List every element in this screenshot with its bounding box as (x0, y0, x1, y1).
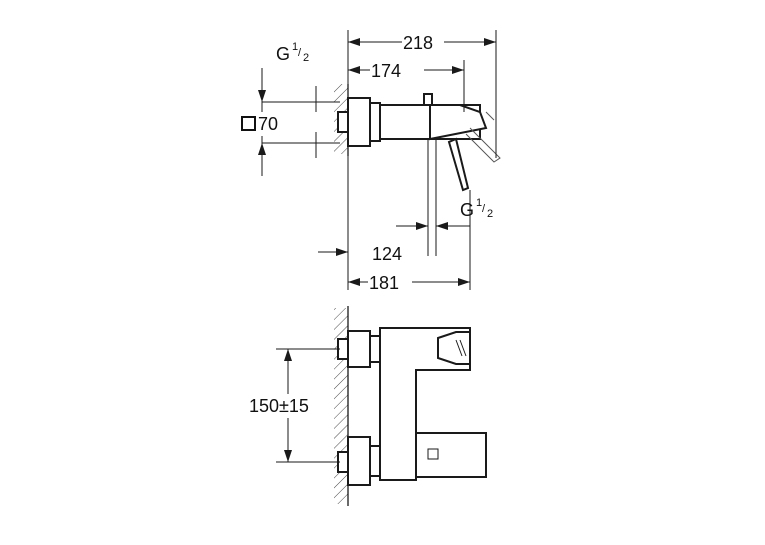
svg-text:G: G (276, 44, 290, 64)
svg-text:1: 1 (292, 41, 298, 53)
lower-collar (369, 445, 381, 477)
wall-hatch-bottom (334, 308, 348, 504)
lever-ghost (465, 127, 501, 163)
svg-text:G: G (460, 200, 474, 220)
dim-181-label: 181 (369, 273, 399, 293)
arrow-181-left (348, 278, 360, 286)
lower-rosette (347, 436, 371, 486)
svg-text:2: 2 (487, 208, 493, 220)
side-view: 218 174 124 181 70 G 1 / 2 (236, 30, 501, 293)
arrow-218-left (348, 38, 360, 46)
upper-collar (369, 335, 381, 363)
arrow-218-right (484, 38, 496, 46)
svg-text:/: / (482, 203, 486, 215)
arrow-150-bottom (284, 450, 292, 462)
arrow-124-left (336, 248, 348, 256)
arrow-124-b (436, 222, 448, 230)
escutcheon-rosette (347, 97, 371, 147)
lever-indicator (427, 448, 439, 460)
arrow-174-left (348, 66, 360, 74)
arrow-150-top (284, 349, 292, 361)
arrow-124-a (416, 222, 428, 230)
square-symbol-icon (241, 116, 256, 131)
svg-text:1: 1 (476, 197, 482, 209)
svg-text:/: / (298, 47, 302, 59)
thread-label-bottom: G 1 / 2 (460, 197, 493, 220)
arrow-181-right (458, 278, 470, 286)
arrow-70-bottom (258, 143, 266, 155)
dim-218-label: 218 (403, 33, 433, 53)
lever (447, 137, 470, 192)
upper-rosette (347, 330, 371, 368)
spout-outlet (437, 331, 471, 365)
thread-label-top: G 1 / 2 (276, 41, 309, 64)
front-body (379, 327, 471, 481)
diverter-knob (423, 93, 433, 106)
dim-124-label: 124 (372, 244, 402, 264)
front-lever (415, 432, 487, 478)
rosette-collar (369, 102, 381, 142)
dim-174-label: 174 (371, 61, 401, 81)
spout-ghost (485, 111, 495, 121)
svg-text:2: 2 (303, 52, 309, 64)
arrow-70-top (258, 90, 266, 102)
front-view: 150±15 (246, 306, 487, 506)
arrow-174-right (452, 66, 464, 74)
rosette-size-label: 70 (258, 114, 278, 134)
dim-150-label: 150±15 (249, 396, 309, 416)
